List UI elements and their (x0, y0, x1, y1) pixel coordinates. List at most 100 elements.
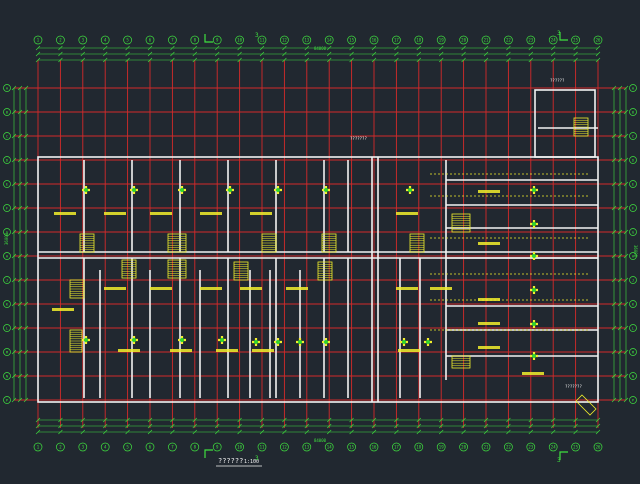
dimension-tick (259, 423, 265, 429)
axis-label-bottom: 15 (349, 445, 354, 450)
section-cut-mark (559, 451, 568, 460)
dimension-tick (573, 417, 578, 423)
dimension-tick (23, 229, 29, 235)
dimension-tick (416, 57, 422, 63)
dimension-tick (550, 57, 556, 63)
axis-label-top: 23 (528, 38, 533, 43)
dimension-tick (11, 205, 17, 211)
overall-dimension-top: 84000 (314, 46, 327, 51)
dimension-tick (237, 57, 242, 63)
dimension-tick (23, 109, 29, 115)
dimension-tick (611, 229, 617, 235)
equipment-tag (118, 349, 140, 352)
dimension-tick (102, 57, 108, 63)
axis-label-left: L (6, 326, 8, 330)
dimension-tick (349, 423, 354, 429)
dimension-tick (623, 301, 629, 307)
axis-bubble-left (3, 324, 11, 332)
dimension-tick (192, 429, 198, 435)
dimension-tick (394, 51, 399, 57)
axis-label-bottom: 6 (149, 445, 152, 450)
dimension-tick (304, 45, 310, 51)
axis-label-left: E (6, 182, 8, 186)
axis-bubble-top (257, 35, 267, 45)
dimension-tick (170, 45, 175, 51)
dimension-tick (17, 109, 23, 115)
dimension-tick (371, 45, 377, 51)
dimension-tick (102, 417, 108, 423)
dimension-tick (214, 45, 220, 51)
axis-bubble-top (33, 35, 43, 45)
walls (37, 89, 599, 403)
axis-label-right: G (632, 230, 634, 234)
axis-label-top: 26 (596, 38, 601, 43)
dimension-tick (611, 205, 617, 211)
axis-label-top: 2 (59, 38, 62, 43)
dimension-tick (611, 301, 617, 307)
dimension-tick (617, 157, 623, 163)
dimension-tick (506, 423, 511, 429)
dimension-tick (237, 429, 242, 435)
dimension-tick (17, 397, 23, 403)
dimension-tick (483, 51, 489, 57)
dimension-tick (17, 301, 23, 307)
dimension-tick (23, 133, 29, 139)
equipment-tag (396, 212, 418, 215)
axis-label-bottom: 16 (372, 445, 377, 450)
equipment-tag (52, 308, 74, 311)
dimension-tick (617, 277, 623, 283)
axis-label-top: 1 (37, 38, 40, 43)
dimension-tick (102, 51, 108, 57)
dimension-tick (11, 109, 17, 115)
dimension-tick (35, 51, 41, 57)
dimension-tick (371, 417, 377, 423)
dimension-tick (394, 57, 399, 63)
axis-bubble-top (145, 35, 155, 45)
dimension-tick (17, 325, 23, 331)
axis-label-right: M (632, 350, 635, 354)
axis-label-right: J (632, 278, 634, 282)
axis-bubble-top (548, 35, 558, 45)
dimension-tick (214, 417, 220, 423)
dimension-tick (11, 397, 17, 403)
dimension-tick (623, 253, 629, 259)
axis-bubble-right (629, 396, 637, 404)
equipment-tag (478, 346, 500, 349)
axis-label-top: 20 (461, 38, 466, 43)
equipment-center (324, 340, 328, 344)
dimension-tick (506, 57, 511, 63)
dimension-tick (147, 423, 153, 429)
annotations: ??????? ??????? ?????? 84000 84000 36000… (4, 30, 638, 467)
dimension-tick (23, 349, 29, 355)
dimension-tick (23, 301, 29, 307)
dimension-tick (326, 429, 332, 435)
dimension-tick (595, 51, 601, 57)
axis-bubble-bottom (123, 442, 132, 452)
dimension-tick (617, 349, 623, 355)
dimension-tick (595, 423, 601, 429)
axis-label-right: H (632, 254, 634, 258)
dimension-tick (11, 133, 17, 139)
dimension-tick (23, 85, 29, 91)
equipment-center (532, 354, 536, 358)
axis-label-left: B (6, 110, 8, 114)
dimension-tick (623, 349, 629, 355)
axis-bubble-top (526, 35, 536, 45)
axis-bubble-top (481, 35, 491, 45)
dimension-tick (259, 429, 265, 435)
axis-bubble-left (3, 372, 11, 380)
axis-bubble-bottom (436, 442, 446, 452)
dimension-tick (550, 429, 556, 435)
axis-label-top: 7 (171, 38, 174, 43)
axis-bubble-bottom (504, 442, 513, 452)
equipment-center (532, 222, 536, 226)
dimension-tick (214, 51, 220, 57)
axis-bubble-bottom (369, 442, 379, 452)
axis-bubble-left (3, 276, 11, 284)
axis-label-top: 24 (551, 38, 556, 43)
dimension-tick (438, 45, 444, 51)
dimension-tick (595, 429, 601, 435)
dimension-tick (550, 417, 556, 423)
dimension-tick (461, 429, 466, 435)
